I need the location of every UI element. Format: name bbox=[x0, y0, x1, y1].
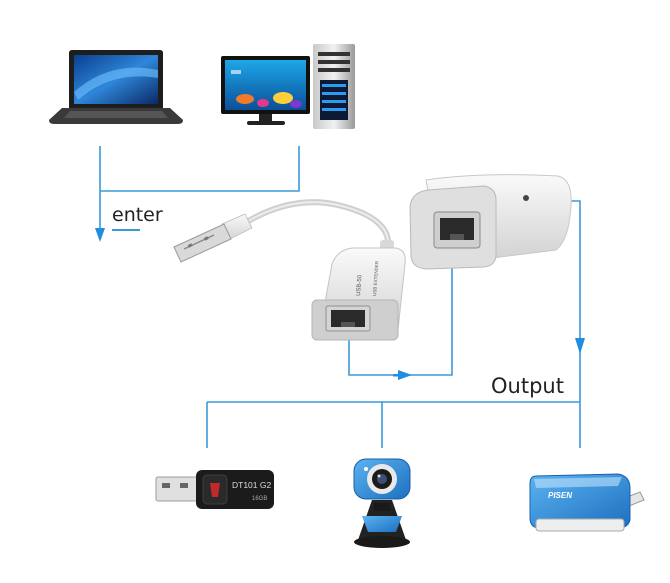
webcam-icon bbox=[353, 458, 411, 548]
usb-drive-model-text: DT101 G2 bbox=[232, 480, 271, 490]
enter-dash bbox=[112, 229, 140, 231]
desktop-computer-icon bbox=[221, 44, 355, 129]
usb-extender-receiver-icon bbox=[409, 174, 572, 270]
usb-drive-capacity-text: 16GB bbox=[252, 496, 267, 502]
link-arrow-icon bbox=[398, 370, 412, 380]
extender-model-text: USB-50 bbox=[356, 274, 363, 296]
enter-arrow-icon bbox=[95, 228, 105, 242]
output-label: Output bbox=[491, 374, 564, 398]
extender-desc-text: USB EXTENDER bbox=[372, 260, 379, 296]
usb-cable-icon bbox=[173, 199, 392, 263]
desktop-line bbox=[100, 146, 300, 192]
arrows bbox=[95, 228, 585, 380]
output-arrow-icon bbox=[575, 338, 585, 354]
usb-extender-transmitter-icon: USB-50 USB EXTENDER bbox=[311, 240, 406, 341]
laptop-icon bbox=[49, 50, 183, 124]
card-reader-brand-text: PISEN bbox=[548, 491, 572, 500]
usb-flash-drive-icon: DT101 G2 16GB bbox=[155, 470, 274, 509]
enter-label: enter bbox=[112, 204, 163, 226]
receiver-out-line bbox=[568, 200, 581, 448]
card-reader-icon: PISEN bbox=[529, 473, 645, 532]
